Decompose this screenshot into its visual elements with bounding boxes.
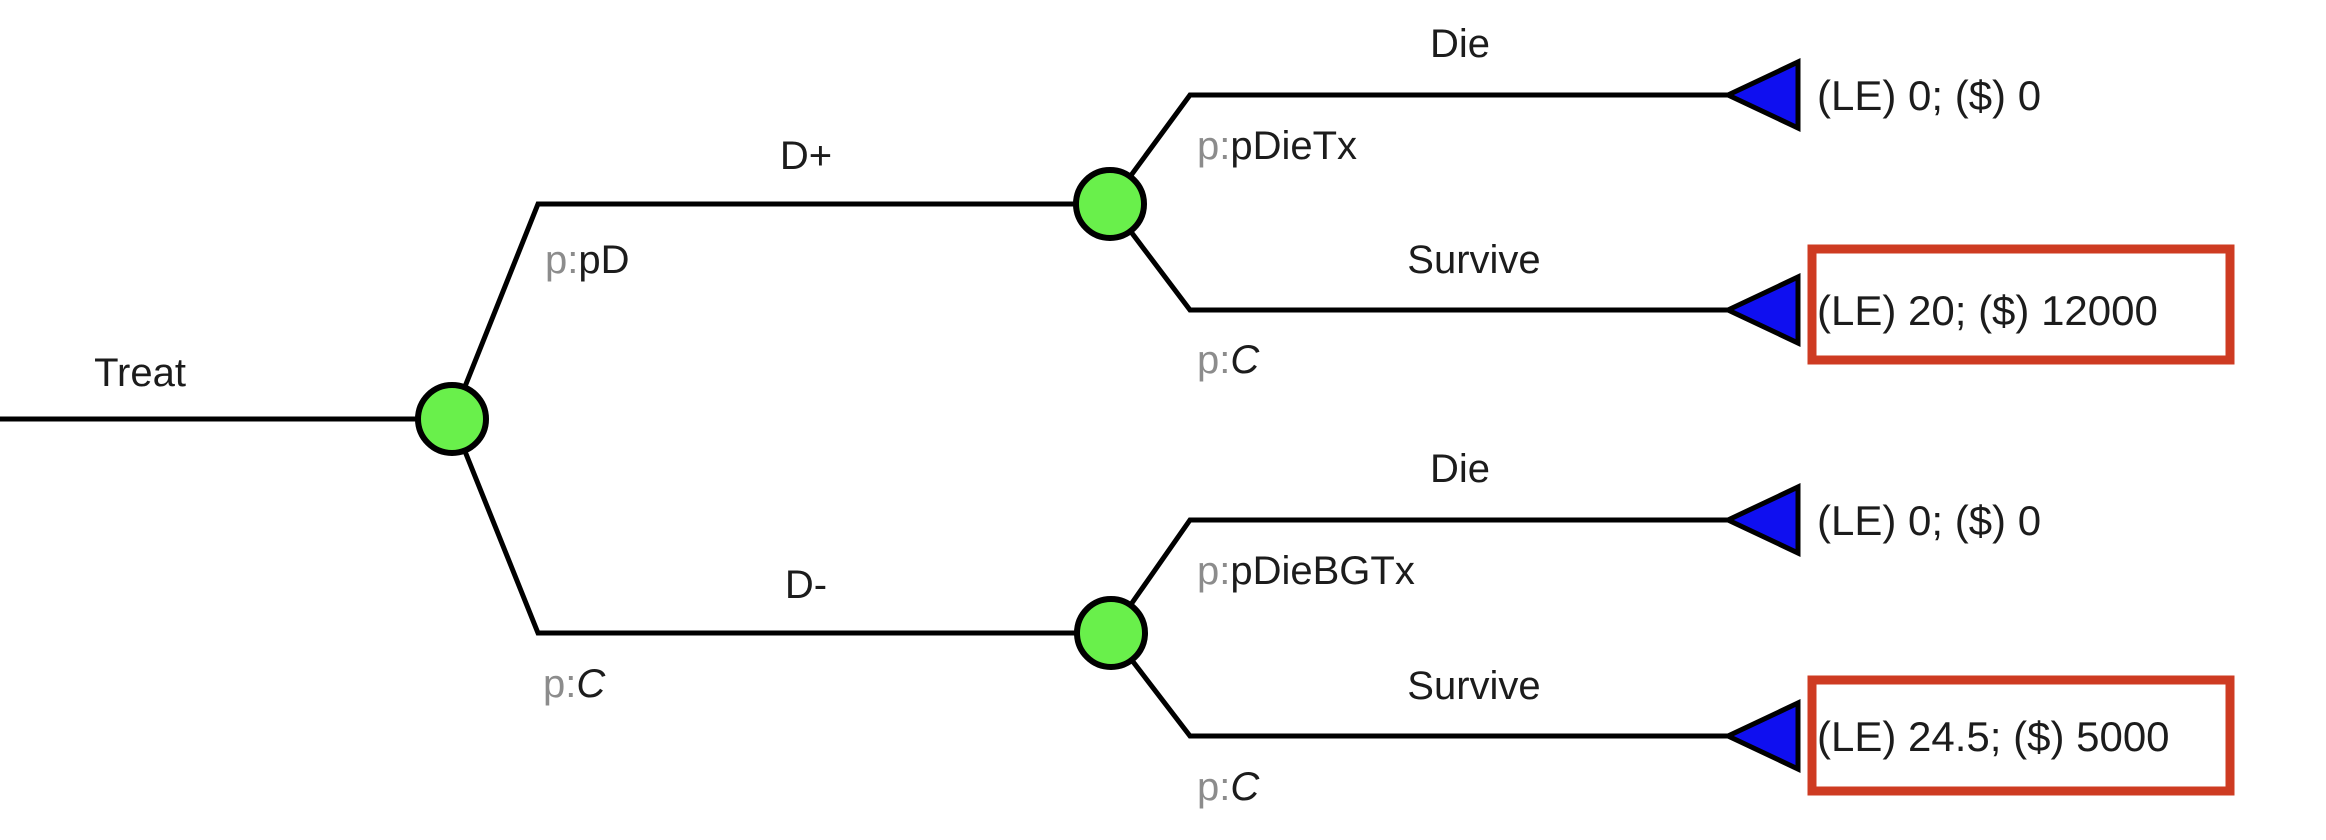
probability-prefix: p: — [543, 662, 576, 706]
payoff-label-bottom-die[interactable]: (LE) 0; ($) 0 — [1817, 497, 2041, 544]
branch-label-d-minus[interactable]: D- — [785, 563, 827, 607]
chance-node-d-plus[interactable] — [1073, 167, 1147, 241]
probability-value: pDieTx — [1230, 124, 1357, 168]
probability-prefix: p: — [545, 238, 578, 282]
branch-label-bottom-survive[interactable]: Survive — [1407, 664, 1540, 708]
payoff-label-top-die[interactable]: (LE) 0; ($) 0 — [1817, 72, 2041, 119]
branch-line-d-minus — [449, 418, 1111, 636]
probability-prefix: p: — [1197, 124, 1230, 168]
branch-line-top-die — [1107, 92, 1728, 206]
branch-label-top-survive[interactable]: Survive — [1407, 238, 1540, 282]
probability-value: C — [1230, 338, 1260, 382]
payoff-label-bottom-survive[interactable]: (LE) 24.5; ($) 5000 — [1817, 713, 2170, 760]
branch-label-top-die[interactable]: Die — [1430, 22, 1490, 66]
payoff-label-top-survive[interactable]: (LE) 20; ($) 12000 — [1817, 287, 2158, 334]
selection-highlight-box-bottom-survive — [1807, 675, 2235, 796]
terminal-node-bottom-survive[interactable] — [1722, 699, 1801, 773]
probability-label-d-plus[interactable]: p:pD — [545, 238, 630, 282]
branch-label-treat[interactable]: Treat — [94, 351, 186, 395]
branch-label-bottom-die[interactable]: Die — [1430, 447, 1490, 491]
chance-node-root[interactable] — [415, 382, 489, 456]
branch-label-d-plus[interactable]: D+ — [780, 134, 832, 178]
probability-value: C — [1230, 765, 1260, 809]
branch-line-bottom-survive — [1109, 631, 1728, 739]
branch-line-top-survive — [1108, 202, 1728, 313]
selection-highlight-box-top-survive — [1807, 244, 2235, 365]
probability-label-top-die[interactable]: p:pDieTx — [1197, 124, 1357, 168]
probability-prefix: p: — [1197, 549, 1230, 593]
probability-value: pDieBGTx — [1230, 549, 1415, 593]
branch-line-d-plus — [449, 201, 1110, 420]
probability-label-d-minus[interactable]: p:C — [543, 662, 606, 706]
branch-line-bottom-die — [1108, 517, 1728, 635]
probability-label-bottom-die[interactable]: p:pDieBGTx — [1197, 549, 1415, 593]
branch-lines — [0, 92, 1728, 739]
probability-label-bottom-survive[interactable]: p:C — [1197, 765, 1260, 809]
probability-value: C — [576, 662, 606, 706]
terminal-node-top-survive[interactable] — [1722, 273, 1801, 347]
terminal-node-bottom-die[interactable] — [1722, 483, 1801, 557]
probability-prefix: p: — [1197, 765, 1230, 809]
probability-value: pD — [578, 238, 629, 282]
chance-node-d-minus[interactable] — [1074, 596, 1148, 670]
probability-label-top-survive[interactable]: p:C — [1197, 338, 1260, 382]
terminal-node-top-die[interactable] — [1722, 58, 1801, 132]
probability-prefix: p: — [1197, 338, 1230, 382]
